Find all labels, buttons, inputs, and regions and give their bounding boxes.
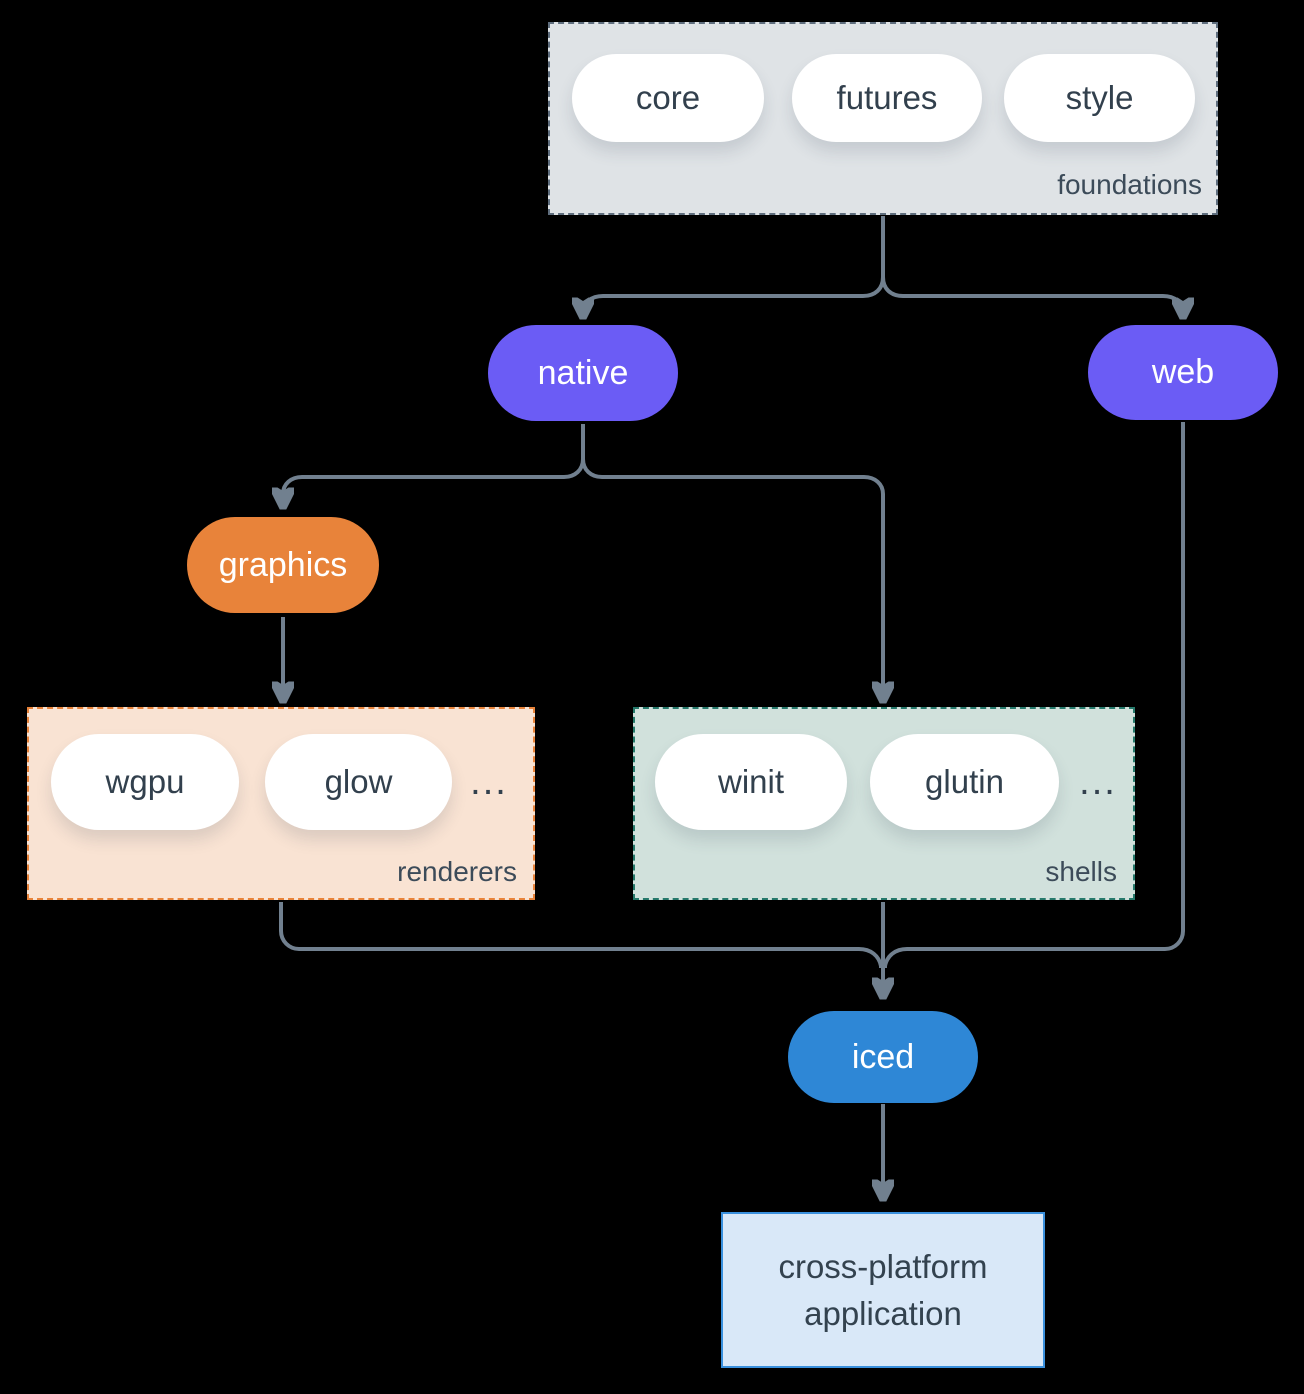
node-futures: futures — [792, 54, 982, 142]
node-graphics: graphics — [187, 517, 379, 613]
shells-ellipsis: ... — [1079, 760, 1117, 803]
node-web: web — [1088, 325, 1278, 420]
arrow-native-to-shells — [581, 458, 883, 700]
application-label: cross-platform application — [778, 1248, 988, 1332]
arrow-foundations-to-web — [881, 276, 1183, 316]
shells-group: winit glutin ... shells — [633, 707, 1135, 900]
renderers-group: wgpu glow ... renderers — [27, 707, 535, 900]
shells-group-label: shells — [1045, 856, 1117, 887]
node-winit: winit — [655, 734, 847, 830]
renderers-ellipsis: ... — [470, 760, 508, 803]
foundations-group-label: foundations — [1057, 169, 1202, 200]
application-box: cross-platform application — [721, 1212, 1045, 1368]
renderers-group-label: renderers — [397, 856, 517, 887]
node-style: style — [1004, 54, 1195, 142]
foundations-group: core futures style foundations — [548, 22, 1218, 215]
node-native: native — [488, 325, 678, 421]
arrow-native-to-graphics — [283, 458, 585, 506]
node-wgpu: wgpu — [51, 734, 239, 830]
node-core: core — [572, 54, 764, 142]
arrow-renderers-to-merge — [279, 902, 883, 968]
arrow-foundations-to-native — [583, 276, 885, 316]
node-iced: iced — [788, 1011, 978, 1103]
node-glow: glow — [265, 734, 452, 830]
arrow-web-to-merge — [883, 422, 1185, 968]
node-glutin: glutin — [870, 734, 1059, 830]
